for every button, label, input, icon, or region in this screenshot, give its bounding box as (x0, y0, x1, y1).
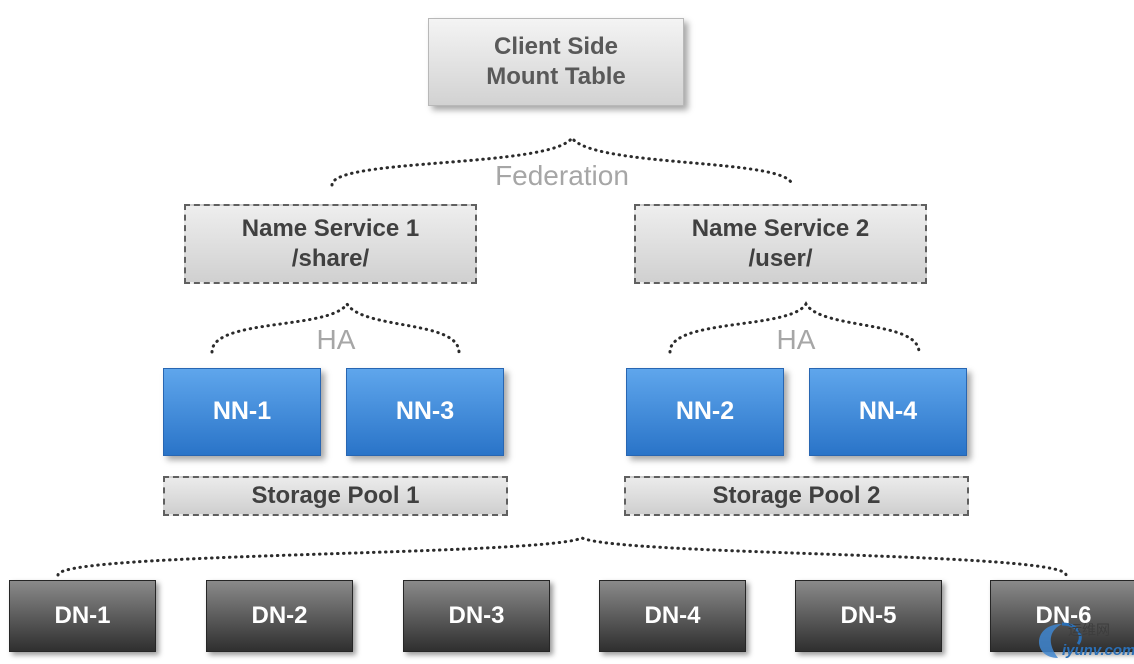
data-node-dn-3: DN-3 (403, 580, 550, 652)
federation-label: Federation (495, 160, 629, 191)
site-watermark: 运维网 iyunv.com (1028, 614, 1134, 664)
name-service-2-title: Name Service 2 (691, 215, 870, 242)
watermark-cn-text: 运维网 (1068, 622, 1110, 638)
name-node-label: NN-4 (858, 397, 918, 426)
ha-brace-right (668, 301, 921, 354)
data-node-label: DN-5 (840, 602, 897, 629)
name-service-1: Name Service 1 /share/ (184, 204, 477, 284)
name-service-1-path: /share/ (291, 245, 370, 272)
ha-brace-left (210, 301, 461, 354)
data-node-dn-6: DN-6 (990, 580, 1134, 652)
storage-pool-1: Storage Pool 1 (163, 476, 508, 516)
ha-label-2: HA (776, 324, 816, 355)
storage-pool-label: Storage Pool 1 (251, 482, 420, 509)
name-node-label: NN-1 (212, 397, 272, 426)
mount-table-line1: Client Side (493, 33, 619, 60)
mount-table-line2: Mount Table (486, 63, 626, 90)
name-service-1-title: Name Service 1 (241, 215, 420, 242)
storage-pool-label: Storage Pool 2 (712, 482, 881, 509)
storage-pool-2: Storage Pool 2 (624, 476, 969, 516)
name-service-2-path: /user/ (748, 245, 813, 272)
name-node-label: NN-2 (675, 397, 735, 426)
data-node-dn-5: DN-5 (795, 580, 942, 652)
name-node-nn-3: NN-3 (346, 368, 504, 456)
datanode-brace (56, 536, 1068, 577)
ha-label-1: HA (316, 324, 356, 355)
client-side-mount-table: Client Side Mount Table (428, 18, 684, 106)
data-node-label: DN-1 (54, 602, 111, 629)
data-node-dn-4: DN-4 (599, 580, 746, 652)
watermark-swirl-icon (1038, 622, 1082, 658)
name-node-nn-2: NN-2 (626, 368, 784, 456)
data-node-label: DN-2 (251, 602, 308, 629)
data-node-label: DN-4 (644, 602, 701, 629)
watermark-text: iyunv.com (1062, 642, 1134, 659)
data-node-dn-2: DN-2 (206, 580, 353, 652)
data-node-label: DN-3 (448, 602, 505, 629)
name-service-2: Name Service 2 /user/ (634, 204, 927, 284)
data-node-dn-1: DN-1 (9, 580, 156, 652)
name-node-nn-4: NN-4 (809, 368, 967, 456)
federation-brace (330, 135, 794, 187)
name-node-nn-1: NN-1 (163, 368, 321, 456)
name-node-label: NN-3 (395, 397, 455, 426)
